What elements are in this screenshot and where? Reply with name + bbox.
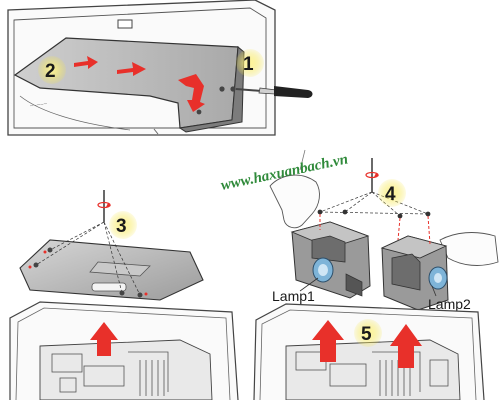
lamp1-label: Lamp1 (272, 288, 315, 304)
step-1-highlight (236, 49, 264, 77)
screwdriver (235, 86, 313, 98)
plate-screws (33, 247, 143, 298)
left-hand-wrist (299, 149, 306, 171)
step-2-label: 2 (45, 61, 56, 82)
body-curve-line (19, 95, 131, 131)
lamp2-leader (431, 285, 437, 297)
lamp1-connector (345, 273, 363, 297)
lamp1-module (290, 221, 371, 299)
lamp-bay-left-details (51, 351, 169, 396)
lamp-bay-right-details (295, 351, 449, 396)
step-5-label: 5 (361, 324, 372, 345)
lift-out-arrow-lamp2 (390, 324, 422, 368)
screwdriver-handle (274, 86, 313, 98)
projector-body-inner-edge (13, 7, 267, 129)
brand-marking: ~~~~~ (29, 102, 48, 110)
screwdriver-shaft (235, 88, 263, 92)
step-1-label: 1 (243, 54, 254, 75)
lamp1-bracket (311, 235, 346, 263)
lamp1-bulb-glare (318, 264, 328, 276)
lamp2-bulb-glare (434, 273, 442, 283)
lift-out-arrow-lamp1 (312, 320, 344, 362)
slide-arrow-2 (117, 62, 146, 76)
left-hand (269, 174, 320, 229)
step-4-label: 4 (385, 184, 396, 205)
step-remove-lamp-cover: ~~~~~ 2 1 (7, 0, 313, 136)
side-tick (153, 128, 159, 135)
plate-screw-markers (28, 250, 148, 296)
step-lift-lamps-out: 5 (253, 303, 485, 400)
step-5-highlight (354, 319, 382, 347)
step-4-highlight (378, 179, 406, 207)
vent-slot (117, 19, 133, 29)
lamp1-leader (299, 277, 319, 292)
step-unscrew-plate: 3 (19, 190, 204, 301)
rotate-screwdriver-icon-2 (365, 158, 379, 192)
screw-guide-lines (35, 221, 141, 296)
step-2-highlight (38, 56, 66, 84)
lamp-screw-drop-lines (319, 214, 431, 245)
lamp-plate-handle (91, 282, 127, 292)
lamp-screws (317, 209, 431, 219)
lamp2-bracket (391, 253, 421, 291)
cover-screw-1 (219, 86, 225, 92)
cover-screw-3 (196, 109, 202, 115)
step-3-label: 3 (116, 216, 127, 237)
cover-screw-2 (230, 86, 236, 92)
projector-body-right-inner (259, 309, 477, 400)
lift-arrow (178, 74, 205, 112)
step-remove-plate (9, 301, 239, 400)
step-loosen-lamps: 4 Lamp1 Lamp2 (269, 149, 499, 312)
projector-body-left-inner (15, 307, 231, 400)
lamp-screw-guide-lines (319, 191, 429, 217)
lift-out-arrow-left (90, 322, 118, 356)
step-3-highlight (109, 211, 137, 239)
slide-arrow-1 (74, 56, 98, 69)
right-hand (439, 232, 499, 266)
rotate-screwdriver-icon (97, 190, 111, 222)
lamp-plate-recess (89, 261, 151, 277)
lamp2-label: Lamp2 (428, 296, 471, 312)
lamp-bay-left (39, 339, 213, 400)
lamp2-module (380, 235, 449, 311)
